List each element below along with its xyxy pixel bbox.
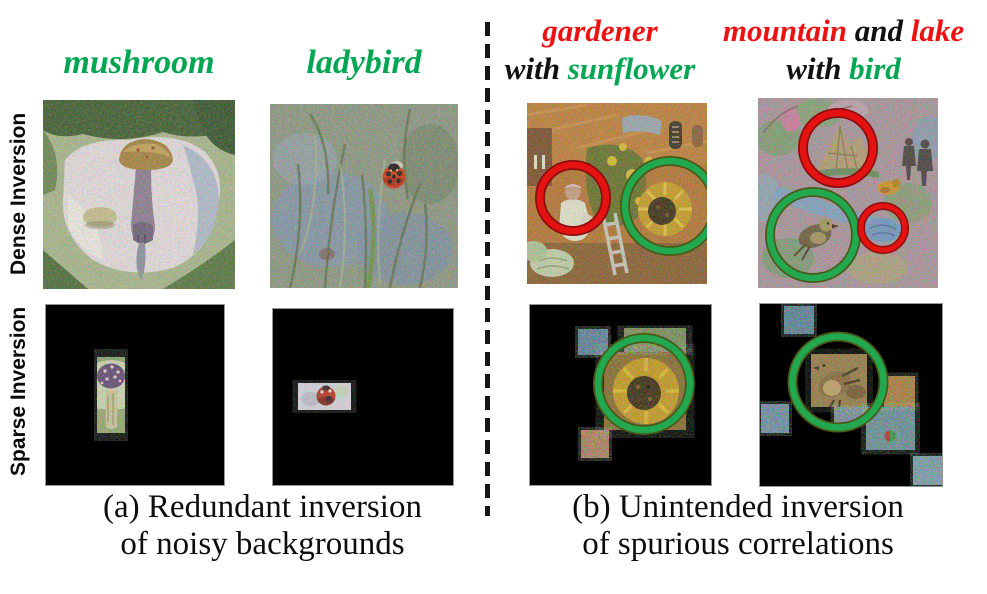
word-and: and <box>854 13 903 48</box>
red-circle-gardener <box>535 160 611 236</box>
caption-panel-a: (a) Redundant inversion of noisy backgro… <box>30 489 495 563</box>
row-label-sparse-inversion: Sparse Inversion <box>7 306 30 476</box>
label-mountain-and-lake-with-bird: mountain and lake with bird <box>700 12 987 88</box>
word-bird: bird <box>849 51 901 86</box>
dense-gardener-svg <box>527 103 707 284</box>
dense-gardener-image <box>527 103 707 284</box>
sparse-sunflower-image <box>529 304 712 486</box>
word-gardener: gardener <box>542 13 658 48</box>
mushroom-patch <box>97 357 125 433</box>
dense-mushroom-svg <box>43 100 235 289</box>
sparse-mushroom-svg <box>46 305 224 485</box>
green-circle-sunflower-sparse <box>593 333 695 435</box>
sparse-ladybird-image <box>272 308 454 486</box>
label-mushroom: mushroom <box>63 44 215 81</box>
sparse-patches <box>578 328 686 458</box>
dense-mountain-lake-image <box>758 98 938 288</box>
red-circle-mountain <box>798 108 878 188</box>
word-sunflower: sunflower <box>567 51 696 86</box>
green-circle-sunflower <box>620 156 707 256</box>
dense-mushroom-image <box>43 100 235 289</box>
caption-a-line1: (a) Redundant inversion <box>103 489 422 525</box>
word-lake: lake <box>910 13 965 48</box>
dense-mountain-svg <box>758 98 938 288</box>
red-circle-lake <box>857 202 909 254</box>
dense-ladybird-svg <box>270 104 458 288</box>
caption-panel-b: (b) Unintended inversion of spurious cor… <box>503 489 973 563</box>
word-with2: with <box>786 51 842 86</box>
caption-b-line2: of spurious correlations <box>582 526 894 562</box>
dashed-divider <box>485 22 490 516</box>
ladybird-patch <box>298 383 351 410</box>
label-ladybird: ladybird <box>306 44 422 81</box>
sparse-sunflower-svg <box>530 305 711 485</box>
sparse-bird-svg <box>760 304 942 486</box>
caption-b-line1: (b) Unintended inversion <box>572 489 904 525</box>
sparse-mushroom-image <box>45 304 225 486</box>
word-with: with <box>504 51 560 86</box>
word-mountain: mountain <box>722 13 847 48</box>
green-circle-bird-sparse <box>787 331 889 433</box>
dense-ladybird-image <box>270 104 458 288</box>
green-circle-bird <box>765 187 861 283</box>
label-gardener-with-sunflower: gardener with sunflower <box>478 12 722 88</box>
row-label-dense-inversion: Dense Inversion <box>7 112 30 276</box>
sparse-ladybird-svg <box>273 309 453 485</box>
caption-a-line2: of noisy backgrounds <box>120 526 405 562</box>
sparse-bird-image <box>759 303 943 487</box>
